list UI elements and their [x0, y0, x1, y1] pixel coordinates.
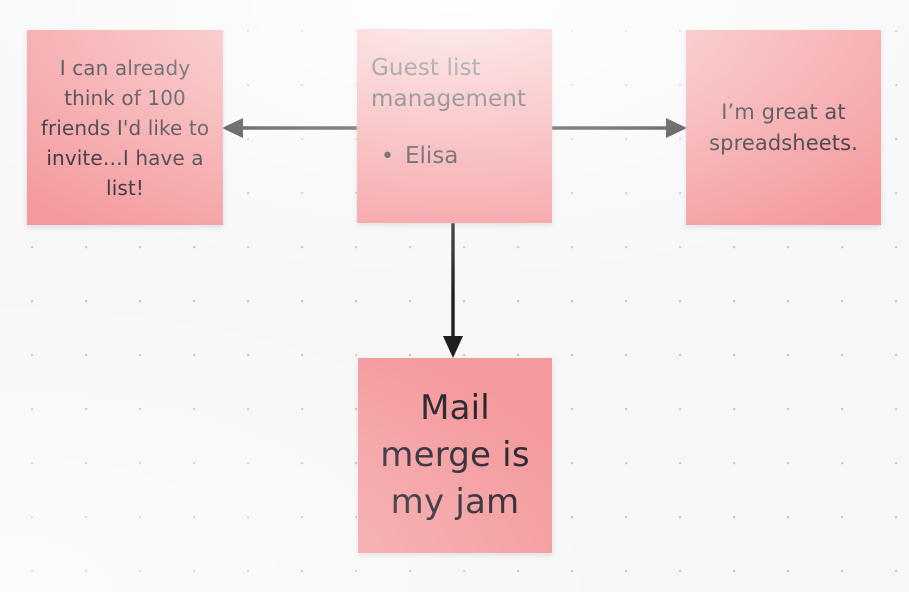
arrowhead-down-icon [443, 336, 463, 358]
sticky-note-mail-merge[interactable]: Mail merge is my jam [358, 358, 552, 553]
sticky-note-guest-list-management[interactable]: Guest list management • Elisa [357, 29, 552, 223]
sticky-note-content: I’m great at spreadsheets. [686, 30, 881, 225]
sticky-note-title: Guest list management [371, 55, 527, 112]
sticky-note-text: I can already think of 100 friends I'd l… [40, 55, 210, 200]
bullet-point-icon: • [381, 144, 394, 169]
bullet-label: Elisa [405, 143, 459, 169]
sticky-note-spreadsheets[interactable]: I’m great at spreadsheets. [686, 30, 881, 225]
sticky-note-friends[interactable]: I can already think of 100 friends I'd l… [27, 30, 223, 225]
sticky-note-bullet-list: • Elisa [371, 141, 538, 172]
connector-guestlist-to-friends[interactable] [214, 112, 364, 144]
arrowhead-left-icon [222, 118, 243, 138]
list-item: • Elisa [371, 141, 538, 172]
sticky-note-content: I can already think of 100 friends I'd l… [27, 30, 223, 225]
sticky-note-content: Guest list management • Elisa [357, 29, 552, 223]
arrowhead-right-icon [666, 118, 687, 138]
connector-guestlist-to-spreadsheets[interactable] [545, 112, 695, 144]
sticky-note-content: Mail merge is my jam [358, 358, 552, 553]
connector-guestlist-to-mailmerge[interactable] [438, 214, 468, 366]
sticky-note-text: I’m great at spreadsheets. [709, 99, 858, 155]
sticky-note-text: Mail merge is my jam [380, 388, 530, 522]
